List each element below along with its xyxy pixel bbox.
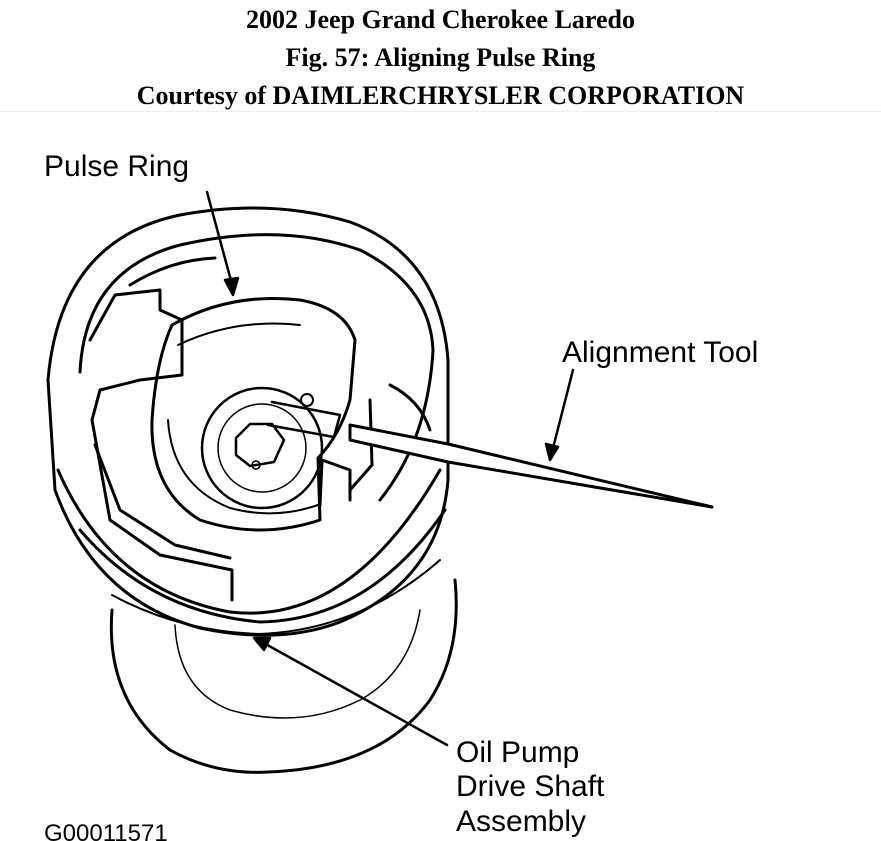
alignment-tool-leader bbox=[550, 368, 575, 454]
alignment-slot bbox=[266, 400, 342, 439]
page-header: 2002 Jeep Grand Cherokee Laredo Fig. 57:… bbox=[0, 0, 881, 112]
label-pulse-ring: Pulse Ring bbox=[44, 150, 189, 183]
vehicle-title: 2002 Jeep Grand Cherokee Laredo bbox=[245, 5, 636, 34]
shaft-bore bbox=[200, 386, 324, 510]
housing-left-step bbox=[93, 256, 232, 560]
label-oil-pump-line3: Assembly bbox=[456, 805, 586, 838]
pulse-ring bbox=[150, 296, 357, 532]
housing-right-notch bbox=[348, 383, 432, 492]
oil-pump-arrowhead bbox=[252, 636, 272, 652]
housing-top-rim bbox=[78, 233, 435, 502]
pulse-ring-arrowhead bbox=[223, 276, 240, 297]
drum-inner-outline bbox=[174, 609, 421, 719]
housing-band-3 bbox=[111, 559, 441, 635]
pulse-ring-leader bbox=[205, 190, 235, 290]
leader-lines bbox=[205, 190, 575, 747]
oil-pump-leader bbox=[260, 640, 449, 747]
housing-left-pocket bbox=[88, 288, 234, 602]
shaft-bore-inner bbox=[217, 403, 307, 493]
courtesy-line: Courtesy of DAIMLERCHRYSLER CORPORATION bbox=[136, 81, 745, 110]
nut-center-hole bbox=[251, 460, 261, 470]
hex-nut bbox=[234, 422, 286, 468]
housing-band-1 bbox=[56, 468, 442, 615]
housing-band-2 bbox=[78, 508, 447, 624]
housing-body bbox=[46, 206, 450, 637]
alignment-hole bbox=[300, 393, 314, 407]
figure-title: Fig. 57: Aligning Pulse Ring bbox=[285, 43, 596, 72]
ring-tab bbox=[318, 458, 352, 507]
pump-housing bbox=[46, 206, 450, 637]
label-oil-pump-line2: Drive Shaft bbox=[456, 770, 605, 803]
pulse-ring-diagram: Pulse Ring Alignment Tool Oil Pump Drive… bbox=[44, 150, 758, 841]
pulse-ring-outer bbox=[150, 296, 357, 532]
label-oil-pump-line1: Oil Pump bbox=[456, 736, 579, 769]
figure-id: G00011571 bbox=[44, 820, 168, 841]
pulse-ring-inner bbox=[167, 322, 319, 515]
alignment-tool bbox=[348, 423, 714, 509]
alignment-tool-arrowhead bbox=[544, 442, 560, 462]
label-alignment-tool: Alignment Tool bbox=[562, 336, 758, 369]
